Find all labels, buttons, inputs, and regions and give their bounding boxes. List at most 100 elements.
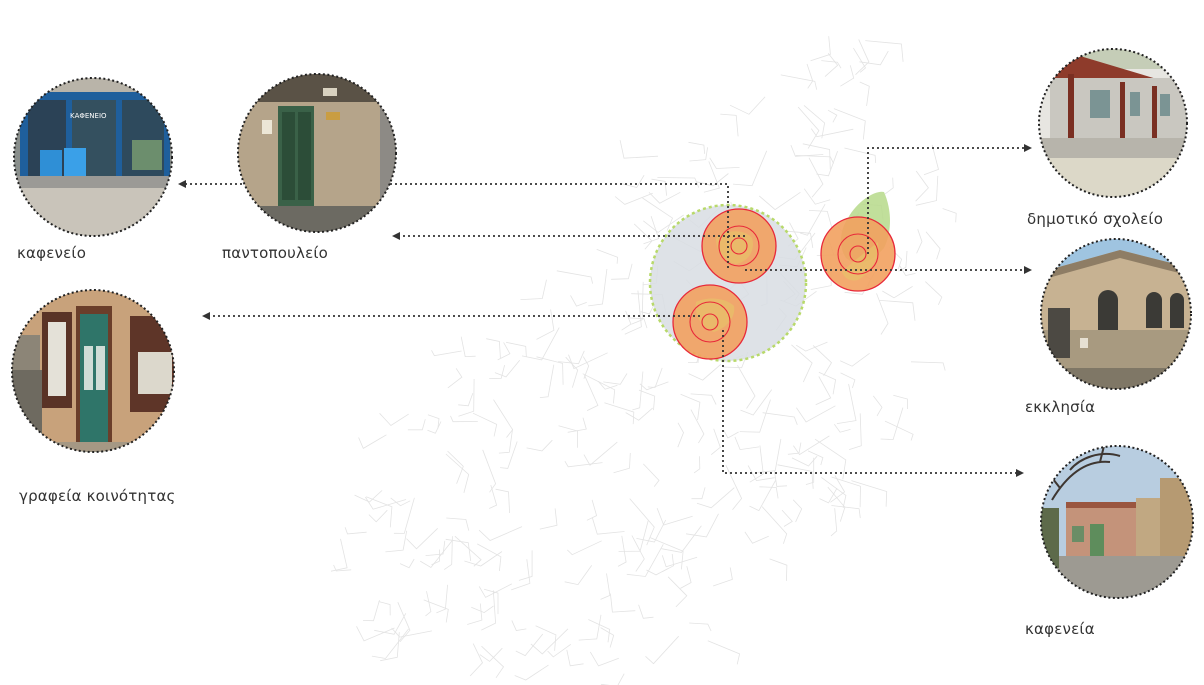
street-segment [497, 342, 511, 361]
street-segment [472, 412, 498, 437]
street-segment [791, 344, 813, 383]
street-segment [831, 476, 861, 508]
street-segment [915, 170, 929, 202]
street-segment [656, 507, 693, 526]
street-segment [808, 210, 833, 229]
street-segment [362, 599, 380, 622]
street-segment [880, 407, 904, 441]
street-segment [810, 128, 854, 138]
street-segment [709, 157, 740, 169]
street-segment [378, 601, 391, 616]
street-segment [882, 286, 913, 299]
street-segment [558, 425, 578, 448]
street-segment [564, 460, 603, 468]
street-segment [642, 197, 673, 231]
street-segment [436, 584, 448, 614]
grocery-photo [237, 73, 397, 233]
street-segment [640, 304, 655, 315]
street-segment [703, 161, 720, 193]
street-segment [791, 455, 818, 467]
street-segment [431, 549, 440, 566]
street-segment [333, 564, 352, 572]
street-segment [521, 327, 560, 361]
street-segment [688, 364, 721, 381]
street-segment [691, 487, 706, 500]
street-segment [547, 643, 572, 658]
street-segment [536, 309, 555, 340]
street-segment [693, 456, 701, 474]
street-segment [884, 420, 914, 441]
street-segment [749, 480, 776, 512]
street-segment [781, 509, 793, 527]
street-segment [657, 177, 700, 188]
street-segment [636, 519, 667, 543]
street-segment [638, 389, 656, 411]
street-segment [816, 150, 838, 177]
street-segment [597, 380, 618, 390]
cafe-photo: ΚΑΦΕΝΕΙΟ [13, 77, 173, 237]
street-segment [815, 376, 832, 406]
street-segment [685, 513, 719, 538]
street-segment [762, 412, 798, 425]
street-segment [566, 649, 584, 667]
street-segment [621, 310, 632, 331]
street-segment [498, 428, 513, 454]
street-segment [797, 106, 820, 149]
street-segment [769, 558, 788, 581]
street-segment [447, 368, 463, 389]
street-segment [925, 281, 943, 305]
street-segment [511, 620, 527, 631]
caption-pantopouleio: παντοπουλείο [222, 244, 329, 262]
street-segment [680, 566, 692, 589]
street-segment [853, 47, 867, 73]
street-segment [740, 389, 773, 416]
street-segment [618, 520, 649, 552]
street-segment [631, 535, 645, 572]
street-segment [478, 526, 523, 541]
street-segment [725, 465, 743, 510]
street-segment [423, 599, 449, 623]
street-segment [872, 395, 883, 417]
street-segment [859, 81, 870, 106]
street-segment [600, 673, 625, 685]
street-segment [354, 490, 383, 503]
street-segment [520, 279, 547, 300]
street-segment [425, 591, 432, 617]
street-segment [680, 393, 701, 421]
street-segment [645, 635, 679, 665]
street-segment [588, 268, 608, 307]
street-segment [795, 155, 834, 164]
street-segment [696, 487, 735, 509]
street-segment [732, 150, 768, 187]
street-segment [830, 508, 838, 537]
street-segment [814, 438, 847, 480]
street-segment [650, 537, 684, 570]
street-segment [739, 399, 771, 433]
street-segment [643, 215, 660, 245]
street-segment [689, 147, 708, 162]
street-segment [799, 204, 826, 236]
street-segment [774, 471, 788, 487]
street-segment [514, 664, 549, 681]
street-segment [827, 486, 846, 522]
street-segment [489, 484, 498, 509]
street-segment [632, 371, 644, 411]
street-segment [419, 540, 453, 569]
street-segment [639, 381, 669, 391]
street-segment [833, 108, 866, 140]
street-segment [482, 449, 497, 493]
street-segment [500, 441, 518, 469]
street-segment [464, 551, 503, 567]
street-segment [898, 250, 908, 272]
street-segment [793, 435, 830, 456]
street-segment [830, 475, 846, 503]
street-segment [380, 632, 400, 662]
street-segment [629, 498, 655, 546]
street-segment [570, 295, 587, 307]
street-segment [757, 438, 782, 473]
street-segment [795, 341, 828, 352]
street-segment [330, 538, 348, 572]
street-segment [840, 372, 856, 389]
street-segment [365, 496, 393, 528]
